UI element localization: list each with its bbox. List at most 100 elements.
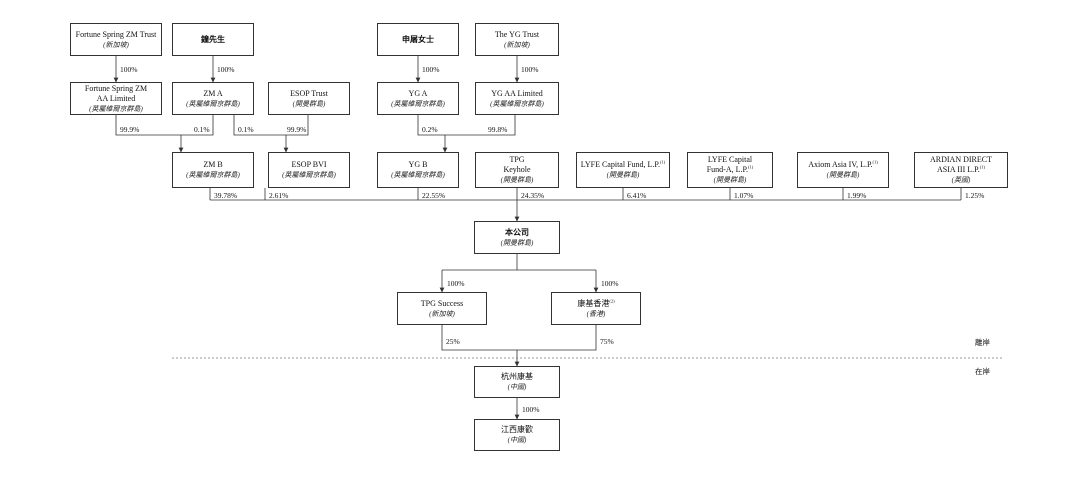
pct-yga-to-ygb: 0.2%: [422, 125, 438, 134]
pct-shen-to-yga: 100%: [422, 65, 440, 74]
entity-name: 鐘先生: [201, 34, 225, 44]
entity-name: YG B: [408, 160, 428, 169]
pct-company-to-hk: 100%: [601, 279, 619, 288]
entity-tpg-success: TPG Success (新加坡): [397, 292, 487, 325]
entity-name: YG AA Limited: [491, 88, 543, 98]
entity-name: YG A: [408, 88, 428, 98]
entity-jurisdiction: (新加坡): [429, 309, 455, 318]
pct-zhong-to-zma: 100%: [217, 65, 235, 74]
pct-zma-to-zmb: 0.1%: [194, 125, 210, 134]
pct-hk-to-hangzhou: 75%: [600, 337, 614, 346]
entity-jurisdiction: (開曼群島): [500, 238, 534, 247]
entity-mr-zhong: 鐘先生: [172, 23, 254, 56]
pct-tpg-keyhole: 24.35%: [521, 191, 545, 200]
entity-name: 江西康歡: [501, 425, 533, 434]
entity-jurisdiction: (英屬維爾京群島): [391, 171, 445, 179]
entity-jurisdiction: (英屬維爾京群島): [391, 99, 445, 108]
entity-jurisdiction: (新加坡): [103, 40, 129, 49]
entity-name-line: Fund-A, L.P.(1): [707, 165, 754, 175]
entity-lyfe-capital-fund: LYFE Capital Fund, L.P.(1) (開曼群島): [576, 152, 670, 188]
pct-ygaa-to-ygb: 99.8%: [488, 125, 508, 134]
entity-jurisdiction: (英國): [951, 176, 971, 184]
entity-tpg-keyhole: TPG Keyhole (開曼群島): [475, 152, 559, 188]
entity-jurisdiction: (英屬維爾京群島): [282, 171, 336, 179]
pct-ygtrust-to-ygaa: 100%: [521, 65, 539, 74]
entity-jurisdiction: (中國): [507, 436, 527, 444]
entity-jurisdiction: (開曼群島): [292, 99, 326, 108]
entity-name: 康基香港: [577, 298, 610, 308]
entity-jurisdiction: (英屬維爾京群島): [186, 99, 240, 108]
onshore-label: 在岸: [975, 367, 990, 376]
entity-company: 本公司 (開曼群島): [474, 221, 560, 254]
entity-yg-trust: The YG Trust (新加坡): [475, 23, 559, 56]
pct-fortune-trust-to-aa: 100%: [120, 65, 138, 74]
entity-name: ESOP BVI: [291, 160, 327, 169]
pct-ygb: 22.55%: [422, 191, 446, 200]
pct-zmb: 39.78%: [214, 191, 238, 200]
pct-lyfe-fund: 6.41%: [627, 191, 647, 200]
entity-name: Fortune Spring ZM: [84, 83, 148, 93]
entity-name: Fortune Spring ZM Trust: [75, 29, 157, 39]
entity-name: 杭州康基: [501, 372, 533, 381]
entity-esop-bvi: ESOP BVI (英屬維爾京群島): [268, 152, 350, 188]
entity-yg-a: YG A (英屬維爾京群島): [377, 82, 459, 115]
entity-name: ZM A: [203, 88, 223, 98]
entity-zm-a: ZM A (英屬維爾京群島): [172, 82, 254, 115]
entity-name: The YG Trust: [494, 29, 540, 39]
entity-name: ZM B: [203, 160, 223, 169]
footnote-marker: (1): [659, 159, 666, 165]
entity-jurisdiction: (開曼群島): [500, 176, 534, 184]
entity-jurisdiction: (開曼群島): [713, 176, 747, 184]
entity-name-line: LYFE Capital Fund, L.P.(1): [581, 160, 665, 170]
entity-jurisdiction: (中國): [507, 383, 527, 391]
entity-name: TPG Success: [420, 298, 464, 308]
pct-axiom: 1.99%: [847, 191, 867, 200]
entity-jurisdiction: (開曼群島): [826, 171, 860, 179]
pct-esop-trust-to-esop-bvi: 99.9%: [287, 125, 307, 134]
pct-esop-bvi: 2.61%: [269, 191, 289, 200]
entity-name: TPG: [509, 155, 525, 164]
entity-name: LYFE Capital Fund, L.P.: [580, 160, 660, 169]
entity-name-line2: AA Limited: [96, 93, 136, 103]
pct-hangzhou-to-jiangxi: 100%: [522, 405, 540, 414]
entity-name-line: Axiom Asia IV, L.P.(1): [808, 160, 878, 170]
entity-jurisdiction: (開曼群島): [606, 171, 640, 179]
entity-zm-b: ZM B (英屬維爾京群島): [172, 152, 254, 188]
entity-axiom-asia: Axiom Asia IV, L.P.(1) (開曼群島): [797, 152, 889, 188]
entity-name: LYFE Capital: [707, 155, 753, 164]
entity-ardian-direct: ARDIAN DIRECT ASIA III L.P.(1) (英國): [914, 152, 1008, 188]
entity-name-line2: ASIA III L.P.: [937, 165, 980, 174]
entity-ms-shentu: 申屠女士: [377, 23, 459, 56]
entity-fortune-spring-zm-trust: Fortune Spring ZM Trust (新加坡): [70, 23, 162, 56]
entity-name: 申屠女士: [402, 34, 434, 44]
entity-jurisdiction: (香港): [586, 309, 606, 318]
entity-lyfe-capital-fund-a: LYFE Capital Fund-A, L.P.(1) (開曼群島): [687, 152, 773, 188]
entity-name-line2: Fund-A, L.P.: [706, 165, 749, 174]
entity-jurisdiction: (新加坡): [504, 40, 530, 49]
entity-jurisdiction: (英屬維爾京群島): [89, 104, 143, 113]
footnote-marker: (2): [609, 297, 615, 303]
pct-zma-to-esop-bvi: 0.1%: [238, 125, 254, 134]
entity-jurisdiction: (英屬維爾京群島): [490, 99, 544, 108]
entity-name-line: 康基香港(2): [577, 297, 615, 309]
offshore-label: 離岸: [975, 338, 990, 347]
entity-fortune-spring-zm-aa: Fortune Spring ZM AA Limited (英屬維爾京群島): [70, 82, 162, 115]
entity-jurisdiction: (英屬維爾京群島): [186, 171, 240, 179]
pct-tpg-success-to-hangzhou: 25%: [446, 337, 460, 346]
entity-yg-b: YG B (英屬維爾京群島): [377, 152, 459, 188]
pct-lyfe-fund-a: 1.07%: [734, 191, 754, 200]
footnote-marker: (1): [872, 159, 878, 165]
entity-name-line: ASIA III L.P.(1): [937, 165, 985, 175]
entity-esop-trust: ESOP Trust (開曼群島): [268, 82, 350, 115]
entity-name: ESOP Trust: [290, 88, 328, 98]
footnote-marker: (1): [979, 164, 985, 170]
pct-fortune-aa-to-zmb: 99.9%: [120, 125, 140, 134]
entity-name: 本公司: [505, 227, 529, 237]
entity-name: ARDIAN DIRECT: [930, 155, 992, 164]
entity-name-line2: Keyhole: [503, 165, 531, 174]
entity-jiangxi: 江西康歡 (中國): [474, 419, 560, 451]
pct-company-to-tpg-success: 100%: [447, 279, 465, 288]
entity-hangzhou: 杭州康基 (中國): [474, 366, 560, 398]
